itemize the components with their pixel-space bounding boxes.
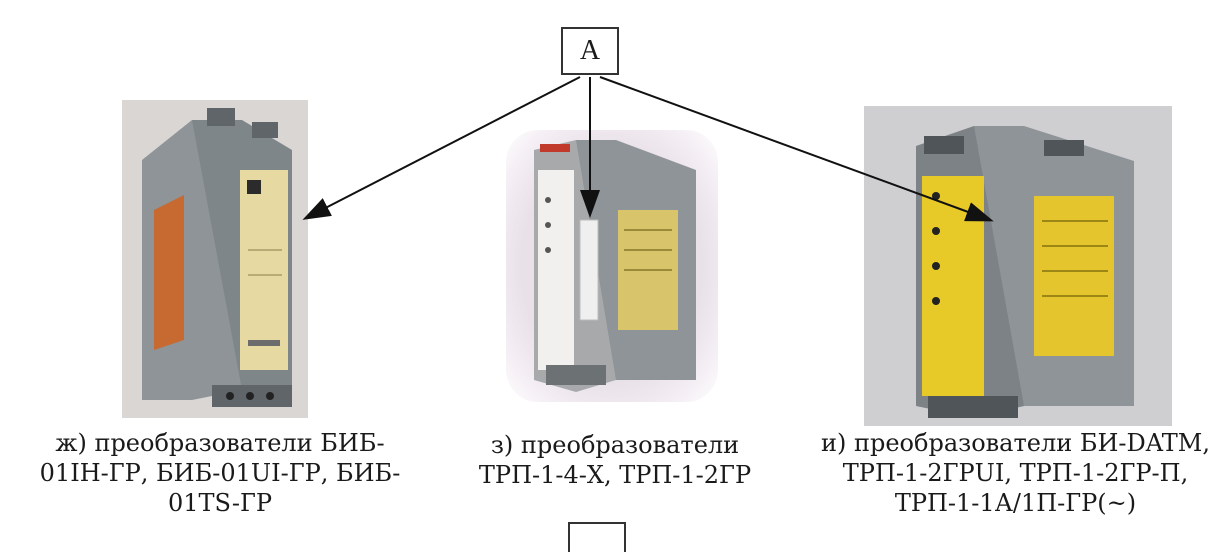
caption-right: и) преобразователи БИ-DATM, ТРП-1-2ГРUI,… [800, 428, 1231, 518]
callout-box-partial [568, 522, 626, 552]
converter-photo-bi-datm [864, 106, 1172, 426]
caption-middle-line-2: ТРП-1-4-Х, ТРП-1-2ГР [478, 461, 752, 489]
converter-illustration-trp [534, 140, 696, 392]
caption-right-line-3: ТРП-1-1А/1П-ГР(~) [894, 489, 1137, 517]
caption-right-line-2: ТРП-1-2ГРUI, ТРП-1-2ГР-П, [842, 459, 1189, 487]
caption-middle: з) преобразователи ТРП-1-4-Х, ТРП-1-2ГР [440, 430, 790, 490]
caption-left: ж) преобразователи БИБ- 01IH-ГР, БИБ-01U… [10, 428, 430, 518]
caption-middle-line-1: з) преобразователи [490, 431, 740, 459]
callout-label-a: А [561, 27, 619, 75]
callout-label-text: А [579, 35, 601, 66]
converter-photo-bib [122, 100, 308, 418]
caption-left-line-1: ж) преобразователи БИБ- [55, 429, 385, 457]
caption-left-line-2: 01IH-ГР, БИБ-01UI-ГР, БИБ- [39, 459, 401, 487]
converter-photo-trp [506, 130, 718, 402]
converter-illustration-bi-datm [864, 106, 1172, 426]
converter-illustration-bib [122, 100, 308, 418]
caption-left-line-3: 01TS-ГР [167, 489, 272, 517]
caption-right-line-1: и) преобразователи БИ-DATM, [821, 429, 1210, 457]
